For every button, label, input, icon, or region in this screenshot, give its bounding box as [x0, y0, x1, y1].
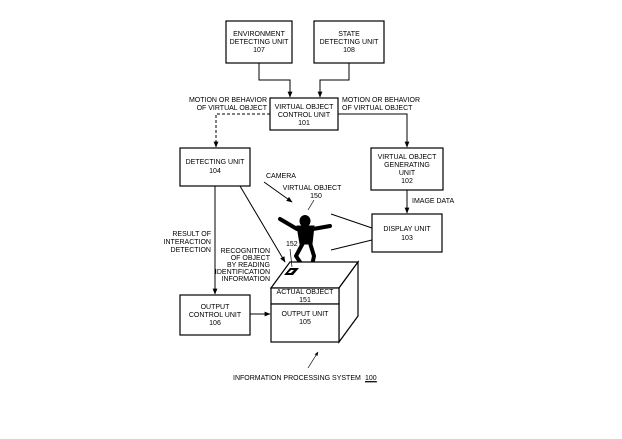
detecting-unit-box: DETECTING UNIT 104: [180, 148, 250, 186]
svg-text:DETECTING UNIT: DETECTING UNIT: [186, 159, 245, 166]
actual-object-number: 151: [299, 297, 311, 304]
control-to-generating-arrow: [338, 114, 407, 147]
environment-detecting-unit-box: ENVIRONMENT DETECTING UNIT 107: [226, 21, 292, 63]
svg-text:DISPLAY UNIT: DISPLAY UNIT: [383, 226, 431, 233]
svg-text:UNIT: UNIT: [399, 170, 416, 177]
system-caption: INFORMATION PROCESSING SYSTEM: [233, 375, 361, 382]
svg-text:DETECTING UNIT: DETECTING UNIT: [230, 39, 289, 46]
svg-text:DETECTING UNIT: DETECTING UNIT: [320, 39, 379, 46]
actual-object-label: ACTUAL OBJECT: [277, 289, 335, 296]
motion-label-left: MOTION OR BEHAVIOR: [189, 97, 267, 104]
virtual-object-label: VIRTUAL OBJECT: [283, 185, 342, 192]
display-unit-box: DISPLAY UNIT 103: [372, 214, 442, 252]
output-unit-number: 105: [299, 319, 311, 326]
svg-text:INTERACTION: INTERACTION: [164, 239, 211, 246]
virtual-object-number: 150: [310, 193, 322, 200]
camera-label: CAMERA: [266, 173, 296, 180]
motion-label-right: MOTION OR BEHAVIOR: [342, 97, 420, 104]
svg-text:IDENTIFICATION: IDENTIFICATION: [215, 269, 270, 276]
control-to-detecting-arrow: [216, 114, 270, 147]
svg-text:VIRTUAL OBJECT: VIRTUAL OBJECT: [378, 154, 437, 161]
svg-text:101: 101: [298, 120, 310, 127]
svg-text:INFORMATION: INFORMATION: [222, 276, 270, 283]
svg-text:VIRTUAL OBJECT: VIRTUAL OBJECT: [275, 104, 334, 111]
output-control-unit-box: OUTPUT CONTROL UNIT 106: [180, 295, 250, 335]
virtual-object-control-unit-box: VIRTUAL OBJECT CONTROL UNIT 101: [270, 98, 338, 130]
motion-label-right-2: OF VIRTUAL OBJECT: [342, 105, 413, 112]
svg-text:CONTROL UNIT: CONTROL UNIT: [189, 312, 242, 319]
system-number: 100: [365, 375, 377, 382]
env-to-control-arrow: [259, 63, 290, 97]
svg-text:102: 102: [401, 178, 413, 185]
svg-text:103: 103: [401, 235, 413, 242]
svg-text:CONTROL UNIT: CONTROL UNIT: [278, 112, 331, 119]
state-detecting-unit-box: STATE DETECTING UNIT 108: [314, 21, 384, 63]
display-view-line-lower: [331, 240, 372, 250]
svg-text:108: 108: [343, 47, 355, 54]
svg-text:OUTPUT: OUTPUT: [201, 304, 231, 311]
svg-text:RESULT OF: RESULT OF: [172, 231, 211, 238]
svg-text:GENERATING: GENERATING: [384, 162, 430, 169]
recognition-label: RECOGNITION OF OBJECT BY READING IDENTIF…: [215, 248, 271, 283]
marker-ref-label: 152: [286, 241, 298, 248]
result-label: RESULT OF INTERACTION DETECTION: [164, 231, 211, 254]
svg-text:RECOGNITION: RECOGNITION: [221, 248, 270, 255]
system-leader: [308, 352, 318, 368]
svg-text:BY READING: BY READING: [227, 262, 270, 269]
motion-label-left-2: OF VIRTUAL OBJECT: [197, 105, 268, 112]
svg-text:DETECTION: DETECTION: [171, 247, 211, 254]
svg-text:ENVIRONMENT: ENVIRONMENT: [233, 31, 285, 38]
display-view-line-upper: [331, 214, 372, 228]
svg-text:STATE: STATE: [338, 31, 360, 38]
svg-text:107: 107: [253, 47, 265, 54]
svg-text:106: 106: [209, 320, 221, 327]
image-data-label: IMAGE DATA: [412, 198, 454, 205]
virtual-object-leader: [308, 200, 314, 210]
state-to-control-arrow: [320, 63, 349, 97]
svg-text:104: 104: [209, 168, 221, 175]
virtual-object-generating-unit-box: VIRTUAL OBJECT GENERATING UNIT 102: [371, 148, 443, 190]
actual-object-block: ACTUAL OBJECT 151 OUTPUT UNIT 105: [271, 262, 358, 342]
svg-text:OF OBJECT: OF OBJECT: [231, 255, 271, 262]
output-unit-label: OUTPUT UNIT: [282, 311, 330, 318]
